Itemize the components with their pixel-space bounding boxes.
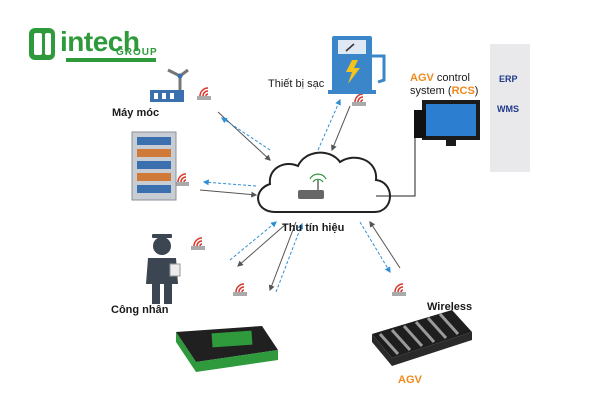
- erp-label: ERP: [499, 74, 518, 84]
- machine-label: Máy móc: [112, 107, 160, 119]
- fuel-charger-icon: [328, 36, 386, 94]
- agv-pad-icon: [176, 326, 278, 372]
- control-line2-prefix: system (: [410, 85, 452, 97]
- computer-icon: [414, 100, 480, 146]
- worker-label: Công nhân: [111, 304, 169, 316]
- wireless-label: Wireless: [427, 301, 473, 313]
- wms-label: WMS: [497, 104, 519, 114]
- logo-brand: intech: [60, 26, 140, 57]
- control-acronym: RCS: [451, 85, 475, 97]
- control-system-label: AGV control system (RCS): [410, 72, 478, 98]
- router-icon: [298, 173, 327, 199]
- machine-arm-icon: [150, 68, 189, 102]
- intech-logo: [29, 28, 156, 62]
- server-rack-icon: [131, 131, 177, 201]
- control-line2-suffix: ): [474, 85, 479, 97]
- control-prefix: AGV: [410, 72, 434, 84]
- agv-label: AGV: [398, 374, 422, 386]
- connection-arrows: [199, 98, 416, 293]
- logo-group: GROUP: [116, 47, 158, 58]
- cloud-label: Thu tín hiệu: [282, 222, 345, 234]
- agv-conveyor-icon: [372, 310, 472, 366]
- charger-label: Thiết bị sạc: [268, 78, 325, 90]
- worker-icon: [146, 234, 181, 304]
- enterprise-systems-panel: [490, 44, 530, 172]
- control-mid: control: [433, 72, 470, 84]
- cloud-shape: [257, 151, 391, 213]
